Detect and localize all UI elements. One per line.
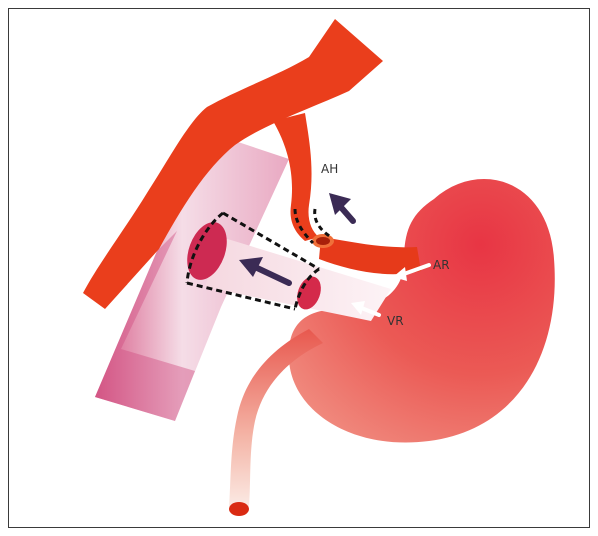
diagram-frame: AH AR VR [8, 8, 590, 528]
label-ah: AH [321, 162, 338, 176]
label-ar: AR [433, 258, 450, 272]
flow-arrow-arterial [329, 193, 353, 221]
kidney-vessel-diagram: AH AR VR [9, 9, 590, 528]
renal-artery-opening-inner [316, 237, 330, 245]
ureter-opening [229, 502, 249, 516]
label-vr: VR [387, 314, 404, 328]
